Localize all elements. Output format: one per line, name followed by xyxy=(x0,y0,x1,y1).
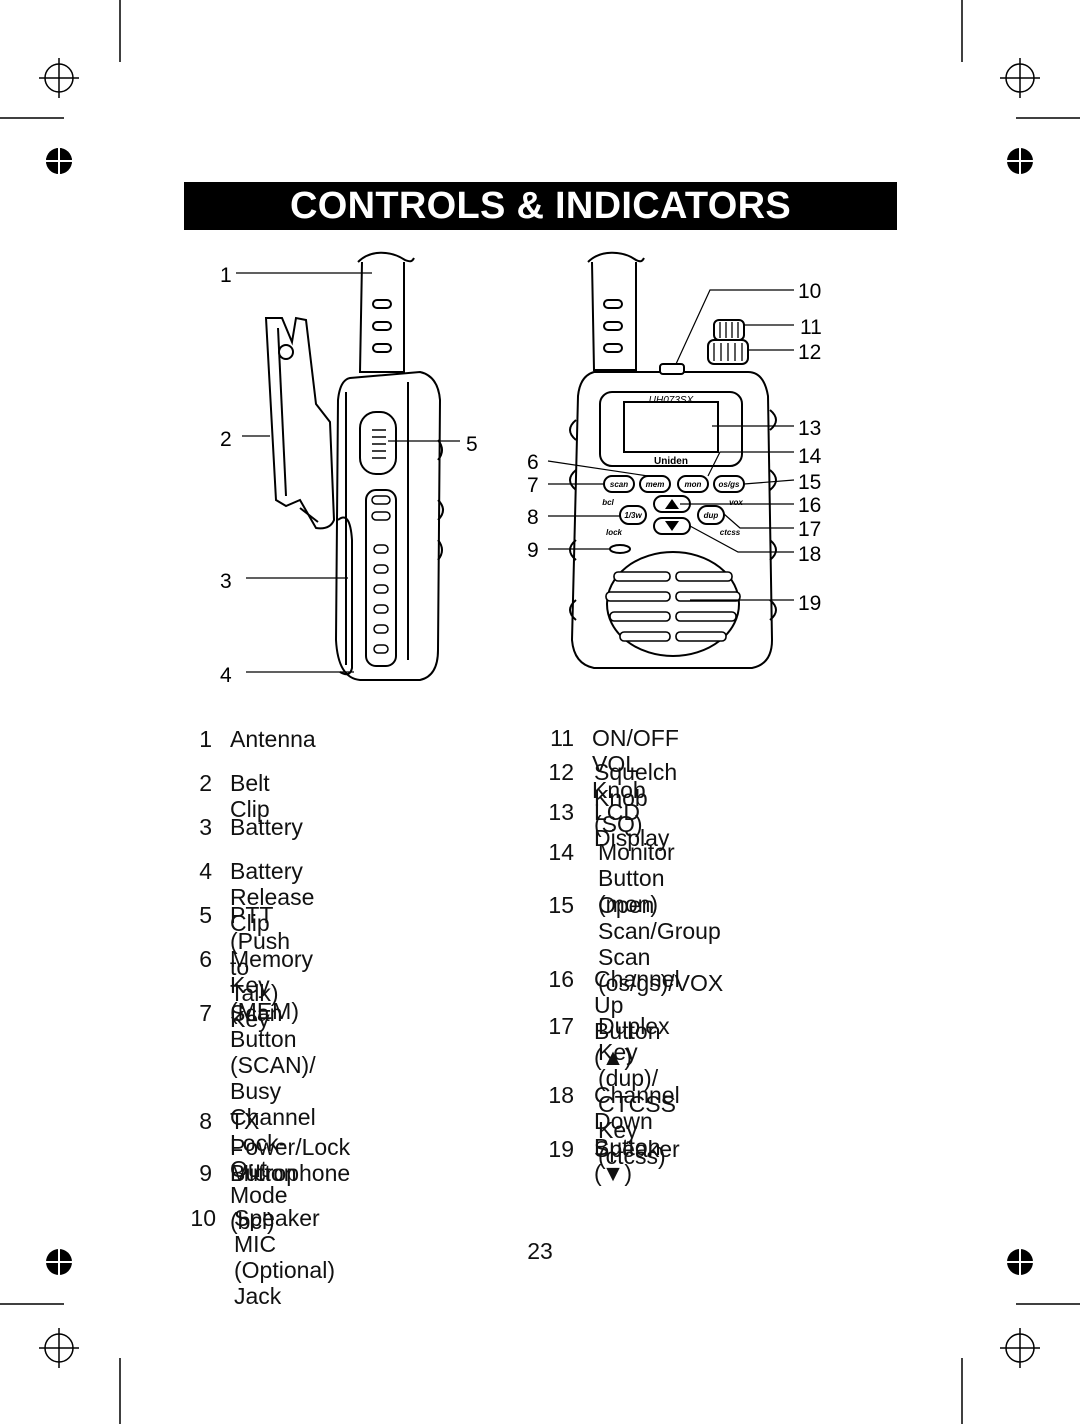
radio-side-view xyxy=(264,251,444,681)
ctcss-label: ctcss xyxy=(720,528,741,537)
model-label: UH073SX xyxy=(649,395,694,406)
lock-label: lock xyxy=(606,528,623,537)
part-label: Microphone xyxy=(230,1160,351,1186)
page-number: 23 xyxy=(527,1238,553,1264)
part-number: 5 xyxy=(199,902,212,928)
callout-1: 1 xyxy=(220,264,232,287)
part-label: Speaker MIC (Optional) Jack xyxy=(234,1205,335,1309)
part-label: Scan Button (SCAN)/ Busy Channel Lock-Ou… xyxy=(230,1000,316,1234)
power-button-label: 1/3w xyxy=(624,511,642,520)
callout-7: 7 xyxy=(527,474,539,497)
bcl-label: bcl xyxy=(602,498,614,507)
part-number: 4 xyxy=(199,858,212,884)
callout-17: 17 xyxy=(798,518,821,541)
part-label: Channel Down Button (▼) xyxy=(594,1082,680,1186)
part-label: Battery Release Clip xyxy=(230,858,315,936)
callout-2: 2 xyxy=(220,428,232,451)
callout-15: 15 xyxy=(798,471,821,494)
part-number: 17 xyxy=(548,1013,574,1039)
scan-button-label: scan xyxy=(610,480,628,489)
vox-label: vox xyxy=(729,498,743,507)
parts-list-right: 11 ON/OFF VOL Knob 12 Squelch Knob (SQ) 13… xyxy=(548,725,724,1186)
part-number: 3 xyxy=(199,814,212,840)
callout-12: 12 xyxy=(798,341,821,364)
callout-4: 4 xyxy=(220,664,232,687)
part-label: Belt Clip xyxy=(230,770,270,822)
part-number: 7 xyxy=(199,1000,212,1026)
part-number: 8 xyxy=(199,1108,212,1134)
callout-19: 19 xyxy=(798,592,821,615)
part-number: 14 xyxy=(548,839,574,865)
part-label: Memory Key (MEM) xyxy=(230,946,314,1024)
part-label: Duplex Key (dup)/ CTCSS Key (ctcss) xyxy=(598,1013,676,1169)
callout-5: 5 xyxy=(466,433,478,456)
part-label: Channel Up Button (▲) xyxy=(594,966,680,1070)
part-number: 9 xyxy=(199,1160,212,1186)
callout-18: 18 xyxy=(798,543,821,566)
callout-11: 11 xyxy=(800,316,822,339)
brand-label: Uniden xyxy=(654,456,688,467)
callout-6: 6 xyxy=(527,451,539,474)
part-label: LCD Display xyxy=(594,799,670,851)
osgs-button-label: os/gs xyxy=(719,480,740,489)
callout-3: 3 xyxy=(220,570,232,593)
callout-13: 13 xyxy=(798,417,821,440)
radio-front-view xyxy=(569,251,777,669)
mon-button-label: mon xyxy=(685,480,702,489)
callout-8: 8 xyxy=(527,506,539,529)
part-label: Squelch Knob (SQ) xyxy=(594,759,678,837)
part-number: 13 xyxy=(548,799,574,825)
part-number: 18 xyxy=(548,1082,574,1108)
part-label: Antenna xyxy=(230,726,316,752)
part-label: ON/OFF VOL Knob xyxy=(592,725,679,803)
part-number: 12 xyxy=(548,759,574,785)
radio-diagram: UH073SX Uniden scan mem mon os/gs bcl vo… xyxy=(220,251,822,687)
part-number: 11 xyxy=(550,725,574,751)
page-title: CONTROLS & INDICATORS xyxy=(184,182,897,230)
part-label: Speaker xyxy=(594,1136,680,1162)
callout-9: 9 xyxy=(527,539,539,562)
part-number: 19 xyxy=(548,1136,574,1162)
callout-10: 10 xyxy=(798,280,821,303)
dup-button-label: dup xyxy=(704,511,719,520)
part-label: Battery xyxy=(230,814,303,840)
part-number: 1 xyxy=(199,726,212,752)
part-label: Monitor Button (mon) xyxy=(598,839,675,917)
mem-button-label: mem xyxy=(646,480,665,489)
part-number: 16 xyxy=(548,966,574,992)
part-label: PTT (Push to Talk) Key xyxy=(230,902,291,1032)
part-label: TX Power/Lock Button xyxy=(230,1108,351,1186)
callout-16: 16 xyxy=(798,494,821,517)
part-number: 10 xyxy=(190,1205,216,1231)
callout-14: 14 xyxy=(798,445,822,468)
part-label: Open Scan/Group Scan (os/gs)/VOX xyxy=(598,892,724,996)
part-number: 2 xyxy=(199,770,212,796)
part-number: 15 xyxy=(548,892,574,918)
part-number: 6 xyxy=(199,946,212,972)
